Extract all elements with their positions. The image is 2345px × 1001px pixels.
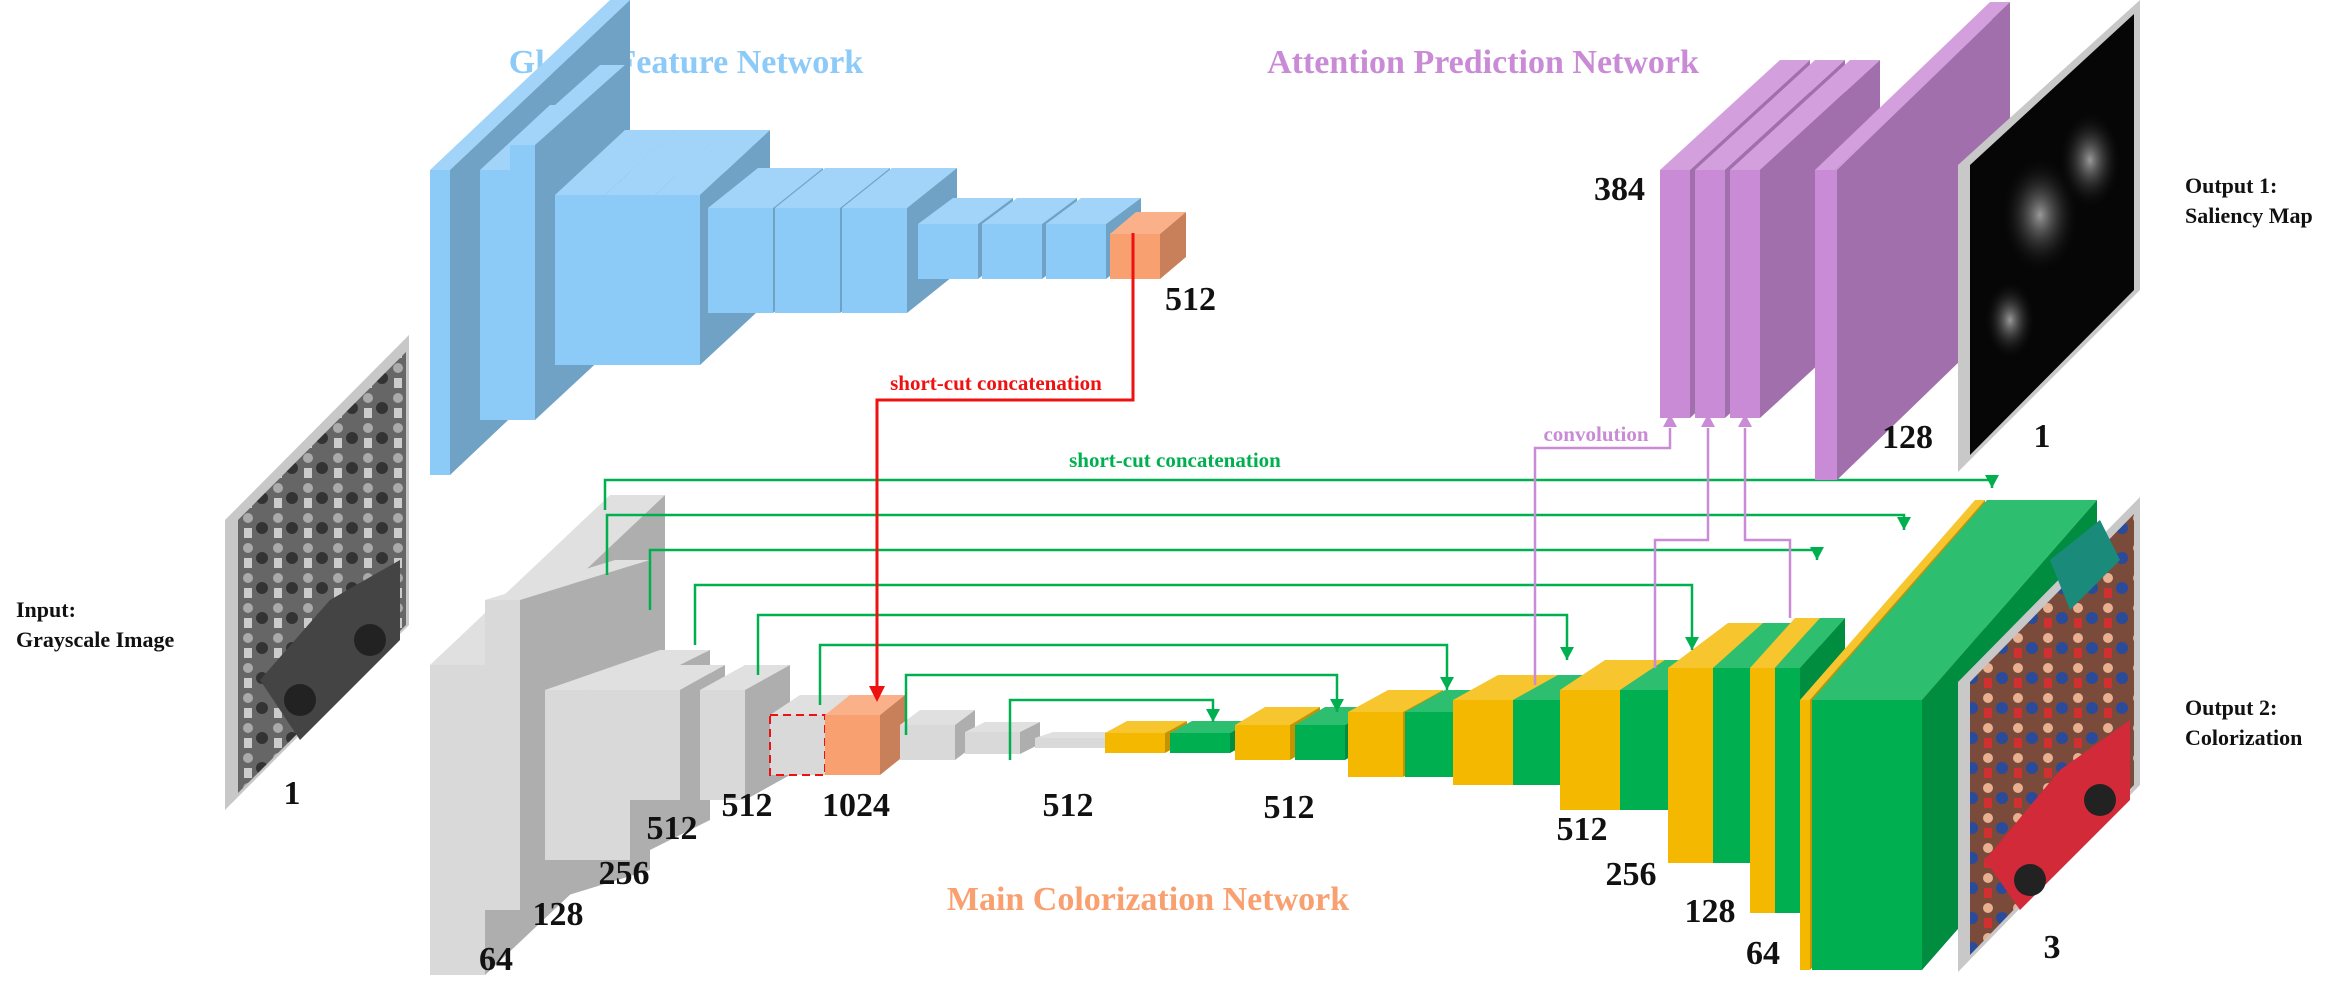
attention-prediction-network-title: Attention Prediction Network	[1267, 44, 1699, 81]
enc-64-label: 64	[479, 941, 513, 978]
input-label-line2: Grayscale Image	[16, 627, 174, 652]
input-label-line1: Input:	[16, 597, 76, 622]
output1-label-line2: Saliency Map	[2185, 203, 2313, 228]
enc-128-label: 128	[533, 896, 584, 933]
attention-prediction-blocks	[1660, 2, 2010, 480]
dec-64-label: 64	[1746, 935, 1780, 972]
global-output-depth-label: 512	[1165, 281, 1216, 318]
output2-label-line2: Colorization	[2185, 725, 2302, 750]
green-skip-connections	[603, 475, 1999, 760]
att-128-label: 128	[1882, 419, 1933, 456]
input-grayscale-image	[225, 335, 409, 810]
green-connection-label: short-cut concatenation	[1069, 448, 1281, 472]
input-depth-label: 1	[284, 775, 301, 812]
attention-block-5	[1835, 20, 1992, 480]
output1-label-line1: Output 1:	[2185, 173, 2277, 198]
dec-256-label: 256	[1606, 856, 1657, 893]
enc-512b-label: 512	[722, 787, 773, 824]
output2-label-line1: Output 2:	[2185, 695, 2277, 720]
output-saliency-map-image	[1958, 0, 2140, 472]
red-connection-label: short-cut concatenation	[890, 371, 1102, 395]
colorization-depth-label: 3	[2044, 929, 2061, 966]
output-colorized-image	[1958, 497, 2140, 972]
global-feature-blocks	[430, 0, 1186, 475]
att-384-label: 384	[1594, 171, 1645, 208]
global-output-block	[1110, 212, 1186, 279]
enc-512a-label: 512	[647, 810, 698, 847]
purple-connection-label: convolution	[1543, 422, 1648, 446]
main-block-10	[965, 722, 1040, 754]
red-shortcut-connection	[869, 233, 1135, 702]
main-colorization-network-title: Main Colorization Network	[947, 881, 1349, 918]
main-block-6	[700, 665, 790, 800]
dec-128-label: 128	[1685, 893, 1736, 930]
purple-convolution-connections	[1533, 414, 1792, 685]
main-block-8	[825, 695, 905, 775]
main-block-9	[900, 710, 975, 760]
bottleneck-512-label: 512	[1043, 787, 1094, 824]
dec-512a-label: 512	[1264, 789, 1315, 826]
dec-512b-label: 512	[1557, 811, 1608, 848]
enc-256-label: 256	[599, 855, 650, 892]
saliency-depth-label: 1	[2034, 418, 2051, 455]
concat-1024-label: 1024	[822, 787, 890, 824]
